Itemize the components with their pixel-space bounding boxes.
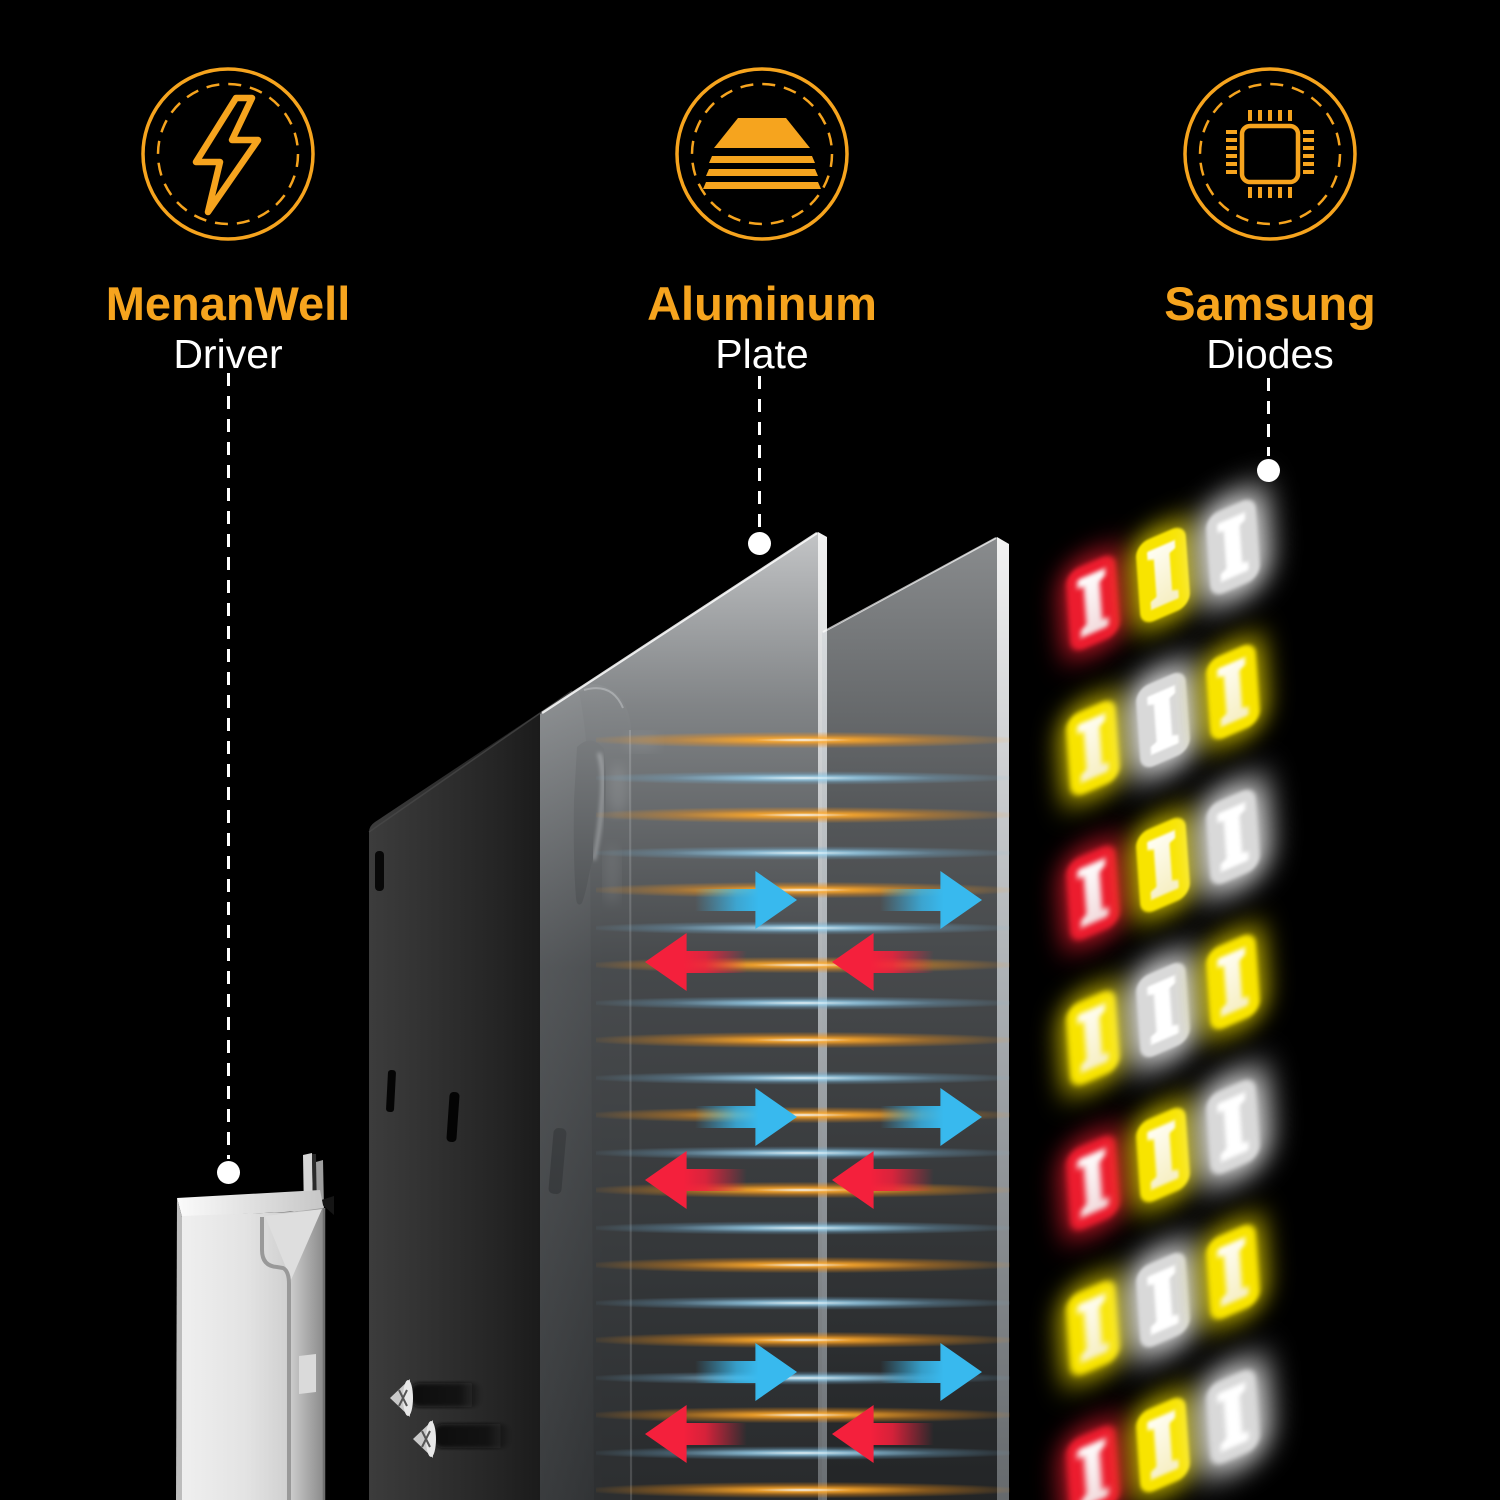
screw xyxy=(390,1379,482,1417)
chip-icon xyxy=(1183,67,1357,241)
aluminum-plate-rear xyxy=(822,537,1009,1500)
callout-line-diodes xyxy=(1266,378,1270,456)
panel-slot xyxy=(375,851,384,891)
callout-driver: MenanWell Driver xyxy=(8,66,448,375)
lightning-bolt-icon xyxy=(141,67,315,241)
callout-subtitle: Plate xyxy=(715,331,809,377)
callout-title: Aluminum xyxy=(647,277,877,330)
callout-diodes: Samsung Diodes xyxy=(1050,66,1490,375)
callout-dot-diodes xyxy=(1256,458,1280,482)
screw xyxy=(413,1420,511,1458)
callout-dot-plate xyxy=(747,531,771,555)
driver-label xyxy=(299,1354,316,1394)
panel-slot xyxy=(446,1091,460,1143)
driver-box xyxy=(176,1153,334,1500)
callout-subtitle: Diodes xyxy=(1206,331,1334,377)
stacked-plates-icon xyxy=(675,67,849,241)
callout-title: Samsung xyxy=(1164,277,1376,330)
aluminum-plate-front xyxy=(540,531,827,1500)
panel-slot xyxy=(386,1069,396,1113)
callout-line-plate xyxy=(757,376,761,529)
callout-line-driver xyxy=(226,373,230,1159)
callout-dot-driver xyxy=(216,1160,240,1184)
callout-plate: Aluminum Plate xyxy=(542,66,982,375)
callout-subtitle: Driver xyxy=(173,331,283,377)
callout-title: MenanWell xyxy=(105,277,351,330)
